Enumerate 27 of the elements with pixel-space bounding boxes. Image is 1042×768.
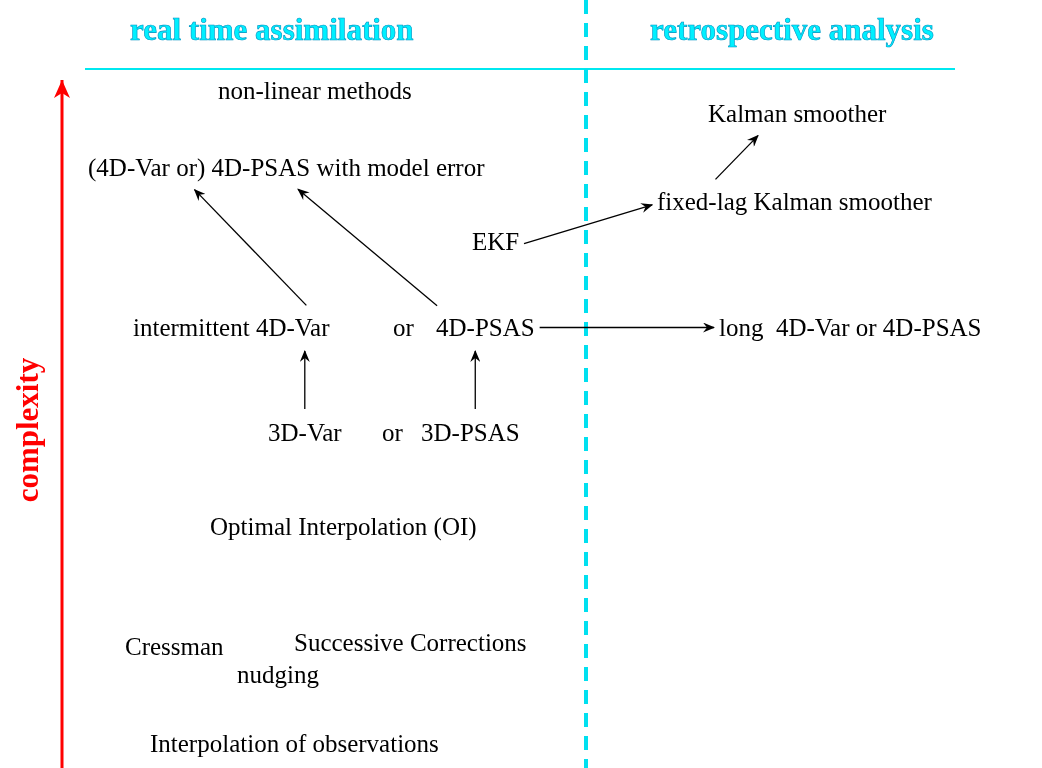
method-label: or — [393, 313, 414, 342]
node-label: Kalman smoother — [708, 100, 887, 127]
arrow — [299, 350, 310, 410]
method-label: Successive Corrections — [294, 628, 527, 657]
node-label: 3D-PSAS — [421, 419, 520, 446]
node-label: long 4D-Var or 4D-PSAS — [719, 314, 982, 341]
arrow — [470, 350, 481, 410]
node-label: EKF — [472, 228, 520, 255]
node-label: 3D-Var — [268, 419, 342, 446]
method-label: Optimal Interpolation (OI) — [210, 512, 477, 541]
column-heading: retrospective analysis — [650, 12, 934, 48]
method-label: nudging — [237, 660, 319, 689]
method-label: or — [382, 418, 403, 447]
column-heading: real time assimilation — [130, 12, 414, 48]
method-label: Interpolation of observations — [150, 729, 439, 758]
method-label: Cressman — [125, 632, 224, 661]
method-label: non-linear methods — [218, 76, 412, 105]
arrow — [523, 203, 654, 245]
node-label: intermittent 4D-Var — [133, 314, 330, 341]
axis-label: complexity — [11, 357, 45, 503]
arrow — [539, 322, 715, 333]
node-label: 4D-PSAS — [436, 314, 535, 341]
arrow — [297, 188, 438, 307]
arrow — [714, 134, 759, 181]
node-label: (4D-Var or) 4D-PSAS with model error — [88, 154, 485, 181]
node-label: fixed-lag Kalman smoother — [657, 188, 932, 215]
arrow — [193, 188, 307, 307]
